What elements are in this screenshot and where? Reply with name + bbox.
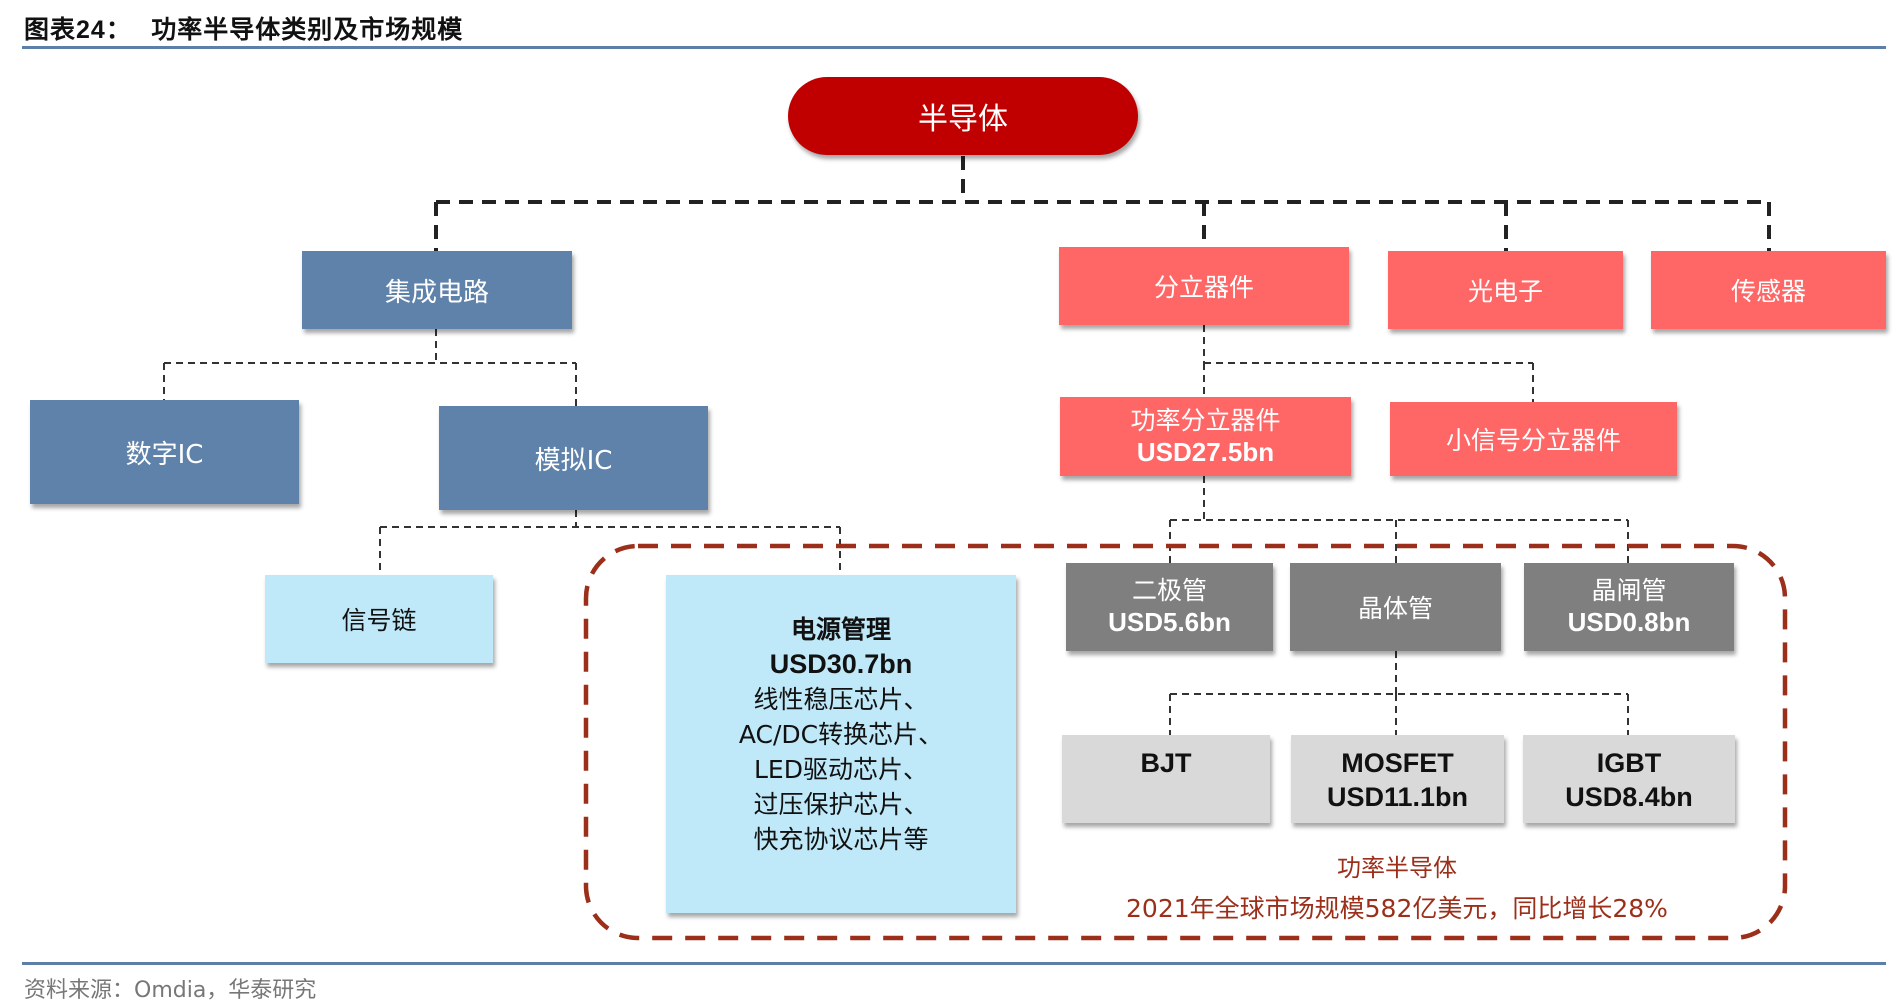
node-diode-label: 二极管 <box>1131 576 1207 606</box>
node-igbt[interactable]: IGBT USD8.4bn <box>1523 735 1735 823</box>
summary-text: 2021年全球市场规模582亿美元，同比增长28% <box>1126 894 1668 923</box>
level2-connectors <box>163 325 1629 736</box>
node-transistor[interactable]: 晶体管 <box>1290 563 1501 651</box>
node-semiconductor[interactable]: 半导体 <box>788 77 1138 155</box>
node-analog-ic[interactable]: 模拟IC <box>439 406 708 510</box>
node-transistor-label: 晶体管 <box>1357 594 1433 623</box>
node-bjt-label: BJT <box>1140 748 1192 778</box>
bottom-rule <box>22 962 1886 965</box>
summary-block: 功率半导体 2021年全球市场规模582亿美元，同比增长28% <box>1060 848 1734 925</box>
node-diode-value: USD5.6bn <box>1108 607 1231 638</box>
power-semiconductor-frame <box>583 543 1788 941</box>
node-analog-ic-label: 模拟IC <box>534 445 613 476</box>
node-igbt-label: IGBT <box>1596 748 1662 778</box>
top-rule <box>22 46 1886 49</box>
node-mosfet-label: MOSFET <box>1341 748 1454 778</box>
node-optoelectronics-label: 光电子 <box>1467 277 1543 306</box>
node-power-management-value: USD30.7bn <box>769 648 913 679</box>
node-thyristor-label: 晶闸管 <box>1591 576 1667 606</box>
power-management-item: AC/DC转换芯片、 <box>738 719 944 749</box>
source-note: 资料来源：Omdia，华泰研究 <box>24 978 317 1003</box>
node-power-management[interactable]: 电源管理 USD30.7bn 线性稳压芯片、 AC/DC转换芯片、 LED驱动芯… <box>666 575 1016 913</box>
node-mosfet-value: USD11.1bn <box>1326 781 1469 812</box>
summary-title: 功率半导体 <box>1337 854 1457 882</box>
node-sensors[interactable]: 传感器 <box>1651 251 1886 329</box>
node-sensors-label: 传感器 <box>1730 277 1806 306</box>
level1-connectors <box>434 156 1771 251</box>
node-semiconductor-label: 半导体 <box>918 102 1008 137</box>
node-integrated-circuit[interactable]: 集成电路 <box>302 251 572 329</box>
node-power-discrete[interactable]: 功率分立器件 USD27.5bn <box>1060 397 1351 476</box>
node-discrete-devices-label: 分立器件 <box>1153 273 1254 302</box>
node-thyristor-value: USD0.8bn <box>1567 607 1691 638</box>
node-small-signal-discrete[interactable]: 小信号分立器件 <box>1390 402 1677 476</box>
node-mosfet[interactable]: MOSFET USD11.1bn <box>1291 735 1504 823</box>
node-discrete-devices[interactable]: 分立器件 <box>1059 247 1349 325</box>
node-integrated-circuit-label: 集成电路 <box>384 277 489 308</box>
node-signal-chain[interactable]: 信号链 <box>265 575 493 663</box>
node-power-discrete-label: 功率分立器件 <box>1130 405 1281 435</box>
figure-title-text: 功率半导体类别及市场规模 <box>151 15 464 44</box>
power-management-item: 线性稳压芯片、 <box>753 684 929 714</box>
node-power-discrete-value: USD27.5bn <box>1136 436 1275 467</box>
power-management-item: 过压保护芯片、 <box>753 789 929 819</box>
node-digital-ic[interactable]: 数字IC <box>30 400 299 504</box>
node-bjt[interactable]: BJT <box>1062 735 1270 823</box>
node-small-signal-discrete-label: 小信号分立器件 <box>1445 426 1621 455</box>
power-management-item: 快充协议芯片等 <box>753 824 929 854</box>
node-signal-chain-label: 信号链 <box>341 606 417 635</box>
figure-title-number: 24： <box>76 16 132 44</box>
node-thyristor[interactable]: 晶闸管 USD0.8bn <box>1524 563 1734 651</box>
node-digital-ic-label: 数字IC <box>125 439 204 470</box>
node-diode[interactable]: 二极管 USD5.6bn <box>1066 563 1273 651</box>
figure-title-prefix: 图表 <box>24 15 77 44</box>
node-power-management-label: 电源管理 <box>790 614 891 644</box>
figure-title: 图表24： 功率半导体类别及市场规模 <box>24 10 463 46</box>
node-optoelectronics[interactable]: 光电子 <box>1388 251 1623 329</box>
power-management-item: LED驱动芯片、 <box>754 754 928 784</box>
node-igbt-value: USD8.4bn <box>1565 781 1693 812</box>
